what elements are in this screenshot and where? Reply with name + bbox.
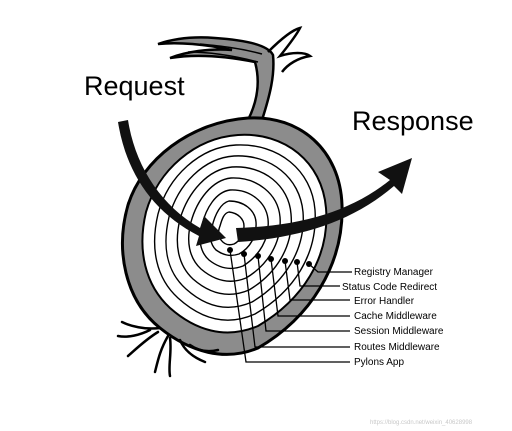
layer-dot — [241, 251, 247, 257]
layer-label-pylons-app: Pylons App — [354, 357, 404, 368]
layer-label-session-middleware: Session Middleware — [354, 326, 444, 337]
layer-label-cache-middleware: Cache Middleware — [354, 311, 437, 322]
layer-dot — [227, 247, 233, 253]
layer-dot — [268, 256, 274, 262]
layer-dot — [282, 258, 288, 264]
layer-dots — [227, 247, 312, 267]
layer-dot — [306, 261, 312, 267]
layer-label-status-code-redirect: Status Code Redirect — [342, 282, 437, 293]
layer-label-registry-manager: Registry Manager — [354, 267, 434, 278]
request-label: Request — [84, 71, 185, 101]
onion-stalk-detail — [187, 43, 263, 63]
onion-stalk-tip — [267, 26, 313, 73]
layer-leaders — [229, 249, 352, 363]
onion-illustration — [116, 26, 344, 378]
response-arrow — [236, 158, 412, 242]
watermark: https://blog.csdn.net/weixin_40628998 — [370, 420, 473, 426]
layer-dot — [294, 259, 300, 265]
onion-rings — [153, 144, 316, 321]
request-arrow — [118, 120, 226, 246]
layer-dot — [255, 253, 261, 259]
response-label: Response — [352, 106, 474, 136]
layer-label-error-handler: Error Handler — [354, 296, 415, 307]
layer-label-routes-middleware: Routes Middleware — [354, 342, 440, 353]
onion-roots — [116, 320, 220, 378]
